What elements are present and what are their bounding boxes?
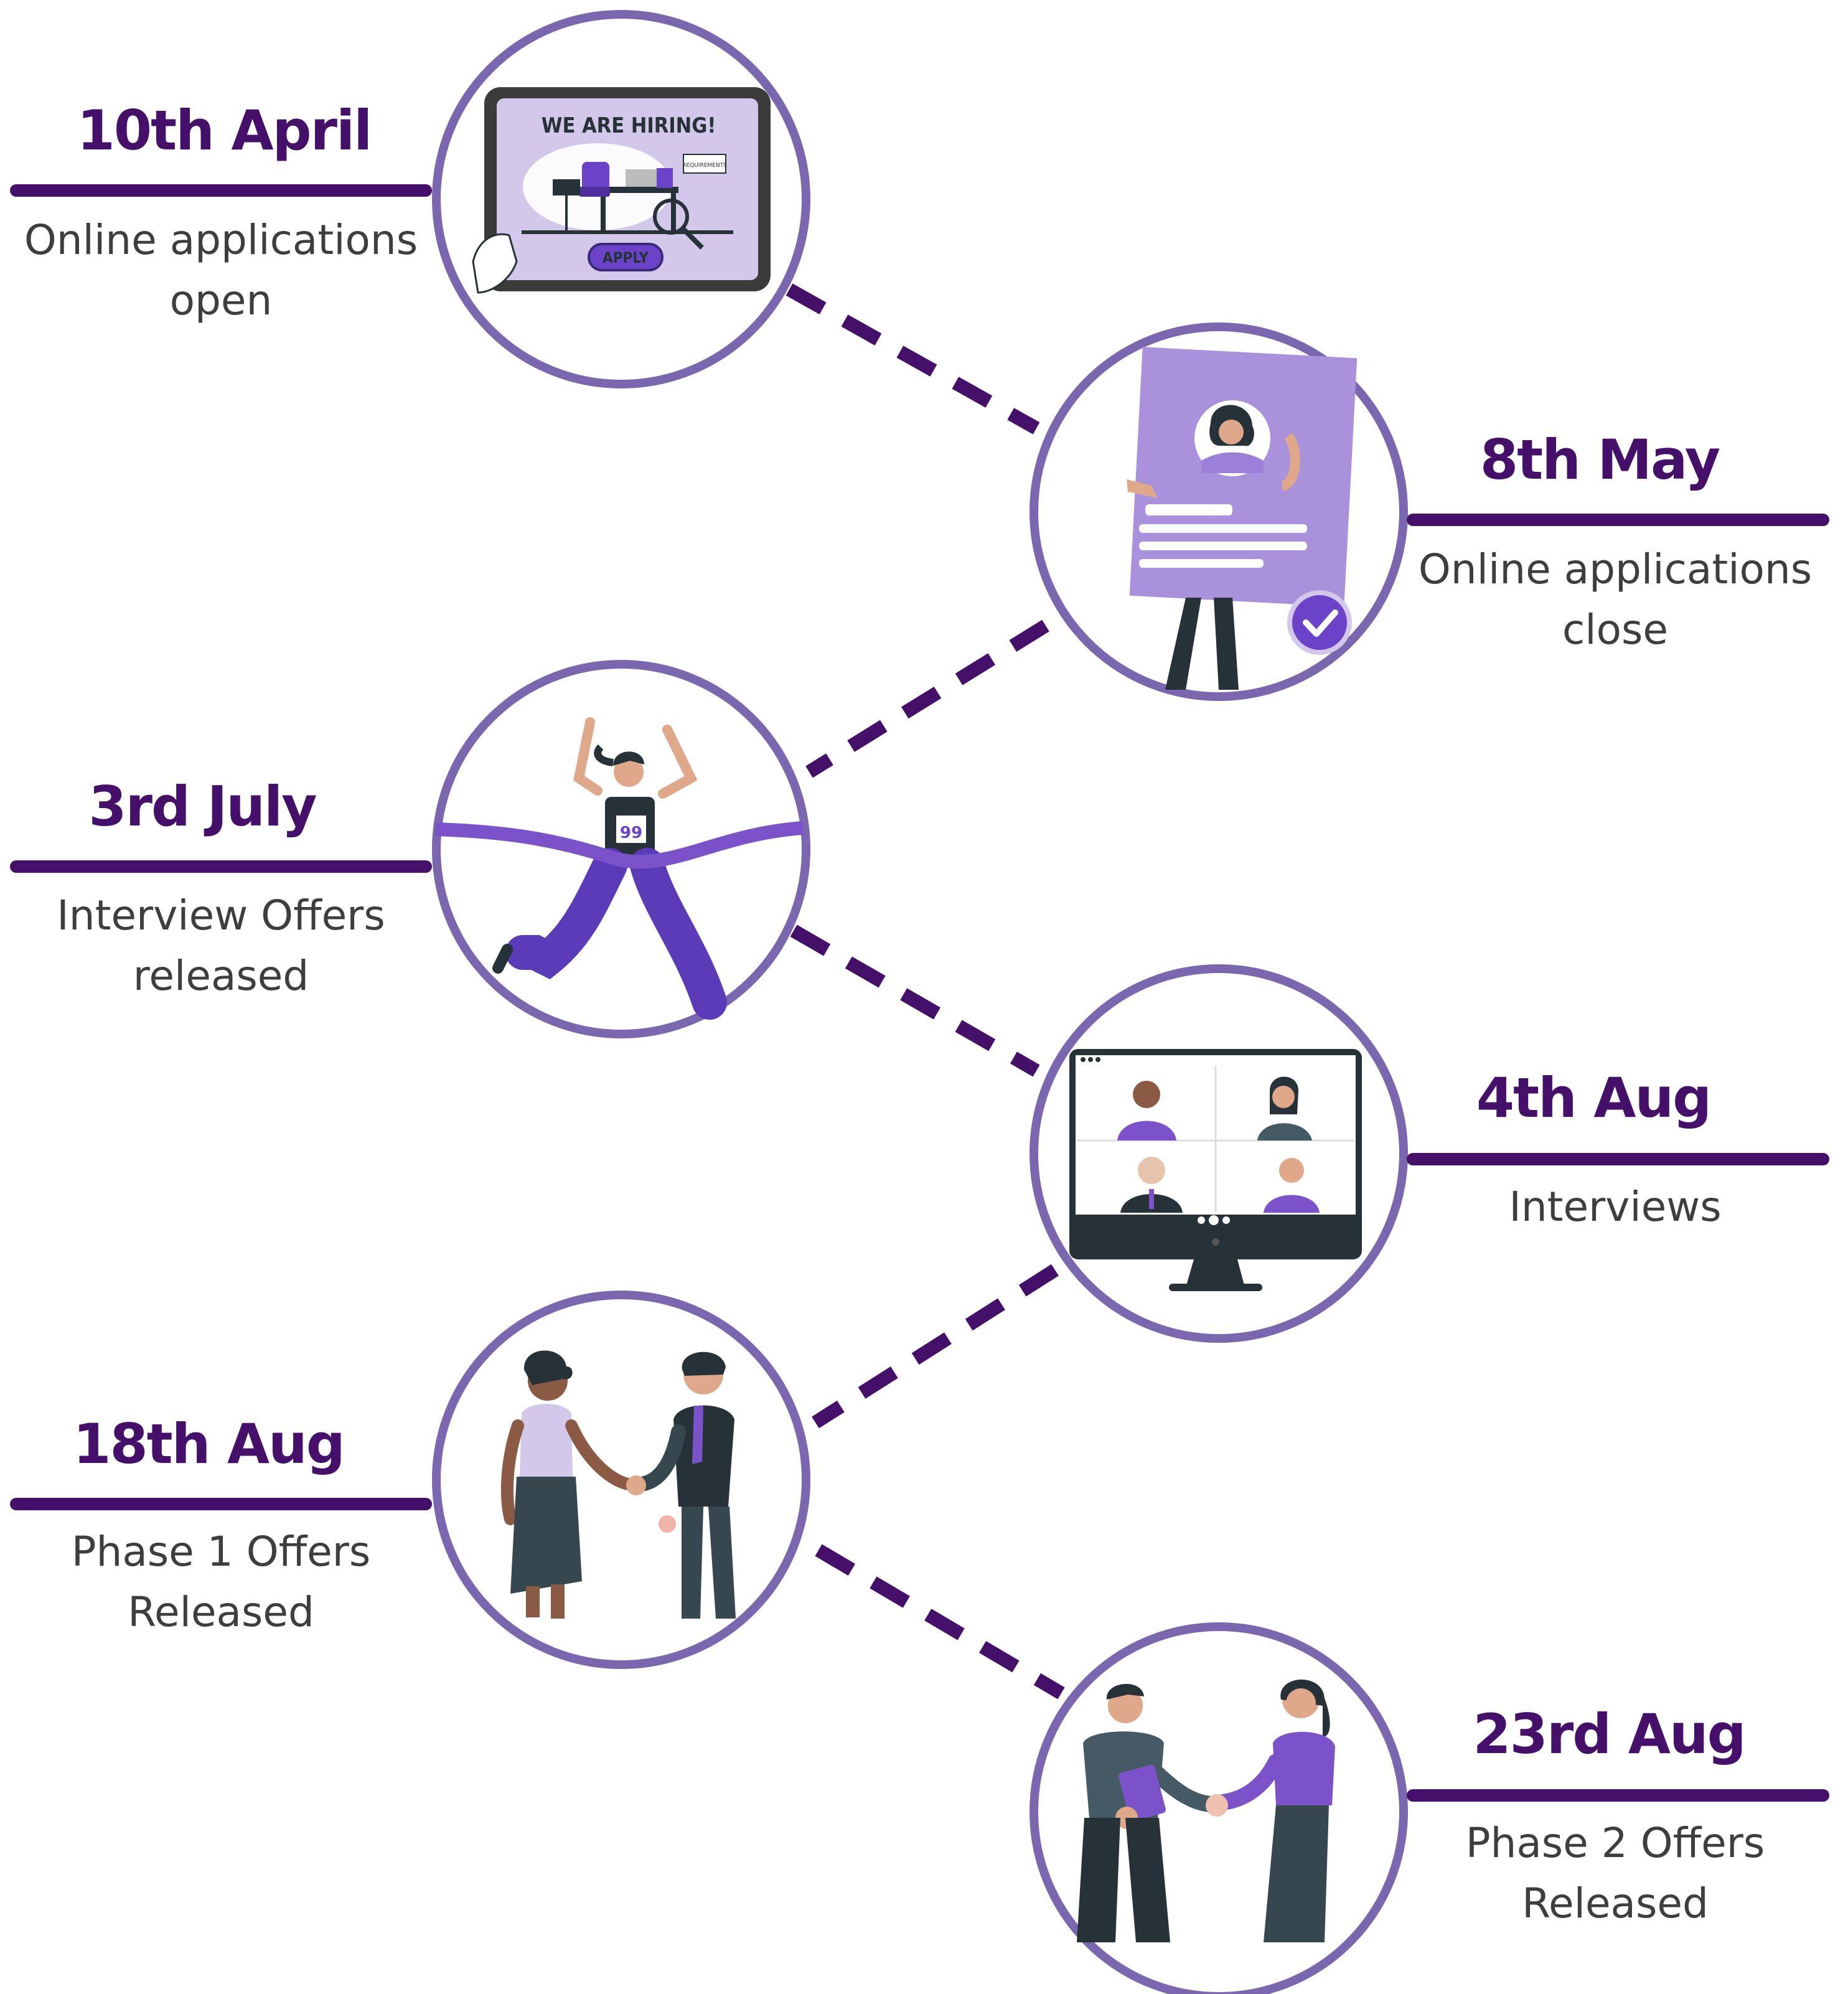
application-profile-illustration xyxy=(1127,347,1358,690)
milestone-3-circle: 99 xyxy=(432,660,810,1038)
connector-5-6 xyxy=(815,1544,1065,1700)
milestone-1-desc: Online applications open xyxy=(6,210,436,331)
milestone-3-date: 3rd July xyxy=(88,774,317,839)
milestone-1-circle: WE ARE HIRING! REQUIREMENTS APPLY xyxy=(432,10,810,388)
connector-4-5 xyxy=(812,1264,1059,1429)
handshake-illustration xyxy=(500,1350,736,1619)
connector-2-3 xyxy=(805,619,1049,778)
milestone-6-desc: Phase 2 Offers Released xyxy=(1400,1813,1830,1934)
milestone-2-circle xyxy=(1030,322,1408,701)
milestone-2-desc: Online applications close xyxy=(1400,539,1830,660)
milestone-2-desc-line1: Online applications xyxy=(1418,545,1813,593)
requirements-note-text: REQUIREMENTS xyxy=(682,162,727,169)
milestone-5-date: 18th Aug xyxy=(73,1412,345,1476)
milestone-4-desc: Interviews xyxy=(1400,1177,1830,1237)
milestone-4-circle xyxy=(1030,964,1408,1343)
milestone-4-desc-line1: Interviews xyxy=(1509,1183,1722,1231)
milestone-6-date: 23rd Aug xyxy=(1473,1702,1746,1766)
milestone-3-desc-line1: Interview Offers xyxy=(57,891,385,939)
connector-1-2 xyxy=(786,283,1040,435)
connector-3-4 xyxy=(790,924,1040,1077)
milestone-4-bar xyxy=(1407,1153,1829,1165)
runner-bib-text: 99 xyxy=(620,824,642,842)
hiring-banner-text: WE ARE HIRING! xyxy=(542,113,716,138)
finish-line-runner-illustration: 99 xyxy=(435,717,804,1020)
apply-button-text: APPLY xyxy=(603,249,649,266)
milestone-3-desc-line2: released xyxy=(133,952,309,1000)
milestone-1-date: 10th April xyxy=(77,98,373,162)
milestone-1-desc-line2: open xyxy=(169,276,273,324)
milestone-6-circle xyxy=(1030,1622,1408,1994)
milestone-2-bar xyxy=(1407,514,1829,526)
milestone-5-desc: Phase 1 Offers Released xyxy=(6,1521,436,1642)
milestone-5-circle xyxy=(432,1291,810,1669)
milestone-1-bar xyxy=(10,184,432,197)
milestone-2-desc-line2: close xyxy=(1562,606,1668,654)
milestone-6-desc-line1: Phase 2 Offers xyxy=(1465,1819,1765,1867)
milestone-5-bar xyxy=(10,1498,432,1510)
video-call-monitor-illustration xyxy=(1069,1049,1362,1291)
hiring-tablet-illustration: WE ARE HIRING! REQUIREMENTS APPLY xyxy=(472,87,771,294)
milestone-3-bar xyxy=(10,860,432,873)
milestone-4-date: 4th Aug xyxy=(1476,1066,1712,1130)
milestone-6-bar xyxy=(1407,1789,1829,1802)
milestone-2-date: 8th May xyxy=(1480,428,1720,492)
milestone-5-desc-line2: Released xyxy=(128,1588,314,1636)
milestone-3-desc: Interview Offers released xyxy=(6,885,436,1006)
handshake-illustration-2 xyxy=(1077,1679,1335,1942)
milestone-6-desc-line2: Released xyxy=(1522,1879,1709,1927)
milestone-1-desc-line1: Online applications xyxy=(24,216,418,264)
milestone-5-desc-line1: Phase 1 Offers xyxy=(71,1528,371,1576)
